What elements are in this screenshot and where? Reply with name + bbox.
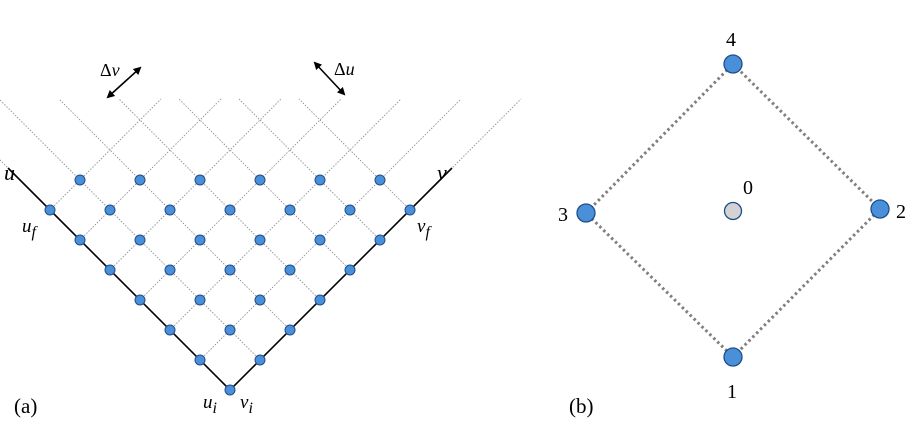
lattice-nodes <box>44 174 416 396</box>
lattice-node <box>284 264 296 276</box>
lattice-node <box>194 354 206 366</box>
axis-v-line <box>229 167 453 391</box>
stencil-node-4 <box>723 54 743 74</box>
v-i-label: vi <box>240 392 253 417</box>
lattice-grid-lines <box>0 98 522 391</box>
lattice-axes <box>7 167 453 391</box>
node-2-label: 2 <box>896 201 906 223</box>
lattice-node <box>164 264 176 276</box>
grid-line-u-direction <box>298 98 411 211</box>
lattice-node <box>404 204 416 216</box>
panel-a-lattice: Δv Δu u v uf vf ui vi (a) <box>0 59 522 418</box>
stencil-node-1 <box>723 347 743 367</box>
node-1-label: 1 <box>727 381 737 403</box>
grid-line-u-direction <box>118 98 321 301</box>
lattice-node <box>344 204 356 216</box>
delta-v-arrow <box>106 66 142 99</box>
grid-line-u-direction <box>238 98 381 241</box>
axis-v-label: v <box>437 160 447 185</box>
lattice-node <box>254 294 266 306</box>
stencil-node-0 <box>723 201 743 221</box>
axis-u-line <box>7 167 231 391</box>
lattice-node <box>374 234 386 246</box>
panel-b-label: (b) <box>569 394 594 418</box>
lattice-node <box>164 204 176 216</box>
node-0-label: 0 <box>743 177 753 199</box>
lattice-node <box>194 174 206 186</box>
lattice-node <box>194 294 206 306</box>
lattice-node <box>254 234 266 246</box>
u-i-label: ui <box>203 392 217 417</box>
lattice-node <box>344 264 356 276</box>
delta-u-arrow <box>313 61 346 96</box>
lattice-node <box>134 294 146 306</box>
grid-line-u-direction <box>58 98 291 331</box>
stencil-node-2 <box>870 199 890 219</box>
node-4-label: 4 <box>726 29 736 51</box>
lattice-node <box>74 174 86 186</box>
lattice-node <box>74 234 86 246</box>
grid-line-v-direction <box>139 98 342 301</box>
lattice-node <box>224 264 236 276</box>
stencil-diamond-edges <box>583 61 883 360</box>
lattice-node <box>224 324 236 336</box>
delta-u-label: Δu <box>334 59 355 79</box>
grid-line-v-direction <box>169 98 402 331</box>
v-f-label: vf <box>417 216 432 241</box>
lattice-node <box>224 204 236 216</box>
lattice-node <box>314 174 326 186</box>
grid-line-v-direction <box>229 98 522 391</box>
lattice-node <box>134 174 146 186</box>
lattice-node <box>134 234 146 246</box>
lattice-node <box>254 354 266 366</box>
lattice-node <box>254 174 266 186</box>
lattice-node <box>314 234 326 246</box>
lattice-node <box>104 204 116 216</box>
lattice-node <box>374 174 386 186</box>
grid-line-v-direction <box>79 98 222 241</box>
u-f-label: uf <box>22 216 39 241</box>
stencil-node-3 <box>576 203 596 223</box>
grid-line-v-direction <box>49 98 162 211</box>
lattice-node <box>164 324 176 336</box>
lattice-node <box>104 264 116 276</box>
grid-line-u-direction <box>0 99 261 361</box>
lattice-node <box>194 234 206 246</box>
panel-a-label: (a) <box>14 394 37 418</box>
node-3-label: 3 <box>558 204 568 226</box>
lattice-node <box>284 204 296 216</box>
panel-b-stencil: 0 1 2 3 4 (b) <box>558 29 906 418</box>
delta-v-label: Δv <box>100 60 120 80</box>
axis-u-label: u <box>4 160 15 185</box>
lattice-node <box>44 204 56 216</box>
lattice-node <box>314 294 326 306</box>
lattice-node <box>224 384 236 396</box>
lattice-node <box>284 324 296 336</box>
